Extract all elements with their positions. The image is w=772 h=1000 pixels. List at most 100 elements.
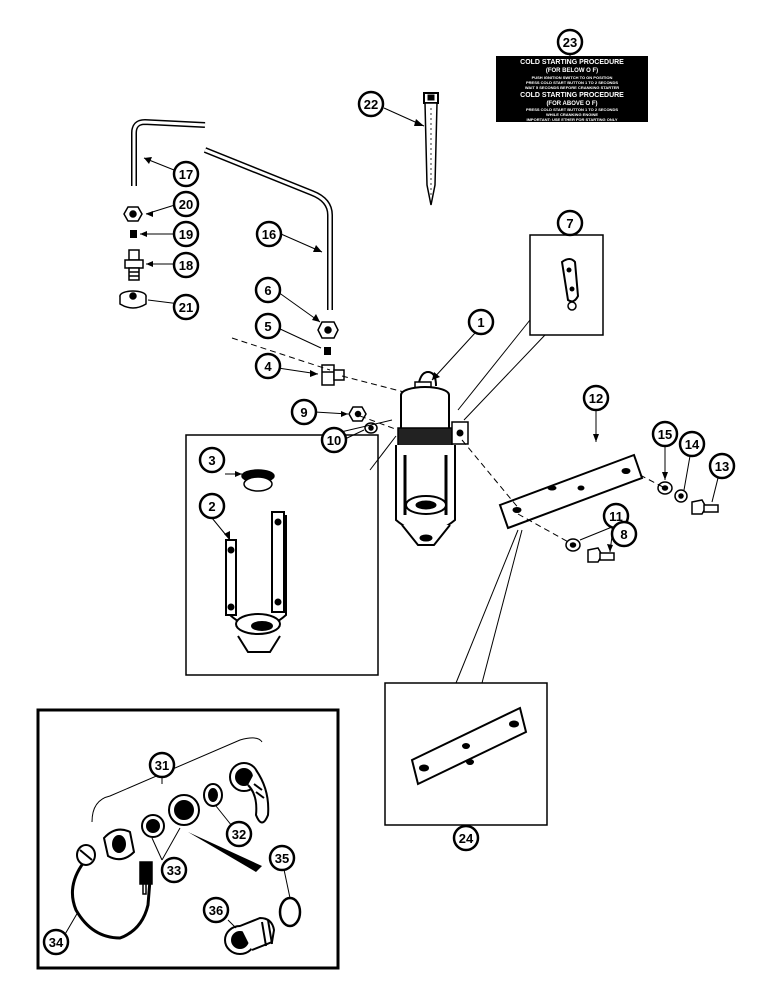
bolt-8 — [587, 547, 615, 563]
callout-6-label: 6 — [264, 283, 271, 298]
callout-3-label: 3 — [208, 453, 215, 468]
decal-line-2b: WHILE CRANKING ENGINE — [546, 112, 598, 117]
callout-12: 12 — [582, 384, 610, 412]
flat-washer-11 — [565, 538, 581, 552]
leader-lines — [63, 55, 719, 937]
cable-knob-34 — [76, 844, 96, 866]
callout-36: 36 — [202, 896, 230, 924]
bolt-13 — [691, 499, 719, 515]
callout-9: 9 — [290, 398, 318, 426]
callout-24: 24 — [452, 824, 480, 852]
callout-1-label: 1 — [477, 315, 484, 330]
cable-34 — [70, 861, 152, 940]
callout-10-label: 10 — [327, 433, 341, 448]
decal-sub-1: (FOR BELOW O F) — [546, 68, 598, 74]
grommet-3 — [241, 469, 275, 492]
callout-24-label: 24 — [459, 831, 474, 846]
callout-5-label: 5 — [264, 319, 271, 334]
lockwasher-14 — [674, 489, 688, 503]
decal-cold-starting-procedure: COLD STARTING PROCEDURE (FOR BELOW O F) … — [496, 56, 648, 122]
callout-23: 23 — [556, 28, 584, 56]
threaded-body-31 — [229, 762, 270, 824]
connector-plug-33 — [139, 861, 153, 895]
callout-18-label: 18 — [179, 258, 193, 273]
callout-16-label: 16 — [262, 227, 276, 242]
callout-33-label: 33 — [167, 863, 181, 878]
callout-33: 33 — [160, 856, 188, 884]
fitting-nut-20 — [123, 206, 143, 222]
callout-35-label: 35 — [275, 851, 289, 866]
callout-6: 6 — [254, 276, 282, 304]
callout-7-label: 7 — [566, 216, 573, 231]
decal-line-2c: IMPORTANT: USE ETHER FOR STARTING ONLY — [526, 117, 617, 122]
sleeve-33a — [141, 814, 165, 838]
cable-tie-part — [423, 92, 439, 206]
ferrule-5 — [324, 347, 331, 355]
ring-33b — [168, 794, 200, 826]
flat-washer-15 — [657, 481, 673, 495]
connector-18 — [124, 249, 144, 281]
tube-17 — [131, 118, 206, 186]
callout-2: 2 — [198, 492, 226, 520]
callout-23-label: 23 — [563, 35, 577, 50]
washer-32 — [203, 783, 223, 807]
callout-22: 22 — [357, 90, 385, 118]
callout-20: 20 — [172, 190, 200, 218]
callout-31-label: 31 — [155, 758, 169, 773]
callout-34-label: 34 — [49, 935, 64, 950]
leader-arrows — [140, 119, 668, 552]
bracket-12 — [498, 453, 644, 530]
callout-22-label: 22 — [364, 97, 378, 112]
decal-line-1b: PRESS COLD START BUTTON 1 TO 2 SECONDS — [526, 80, 618, 85]
decal-heading-2: COLD STARTING PROCEDURE — [520, 92, 624, 99]
callout-9-label: 9 — [300, 405, 307, 420]
callout-5: 5 — [254, 312, 282, 340]
callout-21-label: 21 — [179, 300, 193, 315]
adapter-21 — [119, 290, 147, 309]
callout-4: 4 — [254, 352, 282, 380]
callout-12-label: 12 — [589, 391, 603, 406]
plug-36 — [224, 916, 276, 955]
callout-11-label: 11 — [609, 509, 623, 524]
callout-17-label: 17 — [179, 167, 193, 182]
callout-15-label: 15 — [658, 427, 672, 442]
callout-19: 19 — [172, 220, 200, 248]
cold-start-valve-assembly — [395, 370, 469, 546]
callout-1: 1 — [467, 308, 495, 336]
callout-13: 13 — [708, 452, 736, 480]
callout-4-label: 4 — [264, 359, 272, 374]
callout-10: 10 — [320, 426, 348, 454]
callout-14: 14 — [678, 430, 706, 458]
callout-2-label: 2 — [208, 499, 215, 514]
callout-14-label: 14 — [685, 437, 700, 452]
hex-nut-31 — [102, 828, 136, 861]
nut-6 — [317, 321, 339, 339]
callout-8: 8 — [610, 520, 638, 548]
decal-line-1a: PUSH IGNITION SWITCH TO ON POSITION — [532, 75, 613, 80]
callout-16: 16 — [255, 220, 283, 248]
callout-32: 32 — [225, 820, 253, 848]
bracket-2 — [225, 511, 287, 653]
wedge-33 — [188, 832, 262, 872]
callout-3: 3 — [198, 446, 226, 474]
decal-heading-1: COLD STARTING PROCEDURE — [520, 59, 624, 66]
callout-13-label: 13 — [715, 459, 729, 474]
callout-8-label: 8 — [620, 527, 627, 542]
callout-31: 31 — [148, 751, 176, 779]
tube-16 — [203, 147, 333, 310]
ferrule-19 — [130, 230, 137, 238]
inset-box-bracket — [185, 419, 397, 676]
callout-36-label: 36 — [209, 903, 223, 918]
callout-34: 34 — [42, 928, 70, 956]
callout-17: 17 — [172, 160, 200, 188]
callout-19-label: 19 — [179, 227, 193, 242]
decal-sub-2: (FOR ABOVE O F) — [546, 101, 597, 107]
plate-24 — [410, 706, 528, 786]
decal-line-1c: WAIT 5 SECONDS BEFORE CRANKING STARTER — [525, 85, 619, 90]
callout-15: 15 — [651, 420, 679, 448]
nut-9 — [348, 406, 367, 422]
callout-21: 21 — [172, 293, 200, 321]
inset-box-button-kit — [36, 708, 340, 970]
callout-18: 18 — [172, 251, 200, 279]
